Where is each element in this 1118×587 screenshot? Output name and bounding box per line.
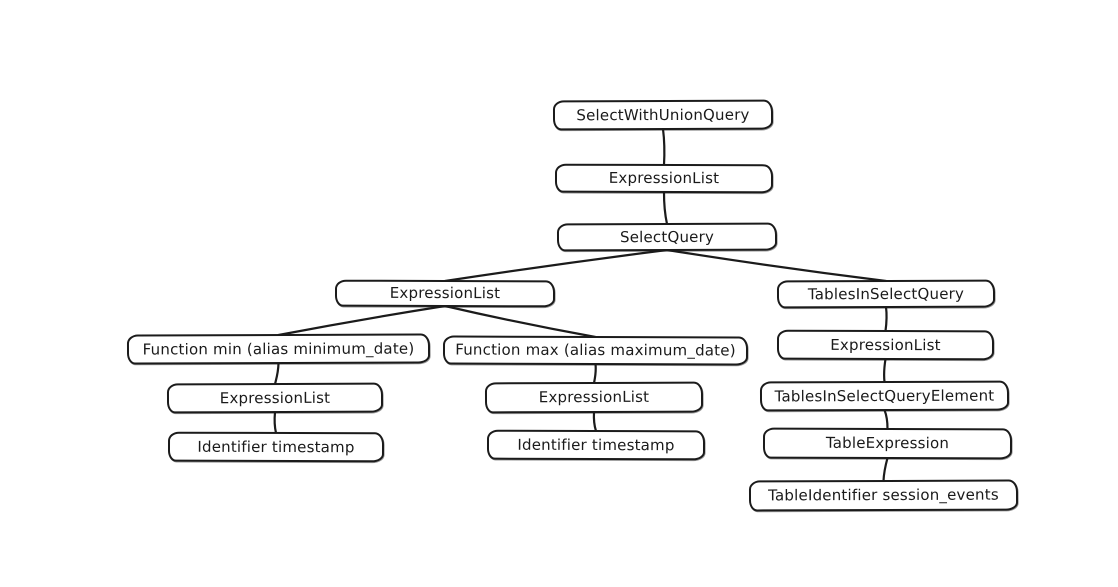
node-expression-list-select: ExpressionList [334, 279, 556, 308]
node-tables-in-select-query: TablesInSelectQuery [776, 279, 996, 309]
node-select-query: SelectQuery [556, 222, 778, 252]
node-expression-list-min: ExpressionList [166, 382, 384, 414]
node-function-max: Function max (alias maximum_date) [442, 335, 749, 366]
node-identifier-timestamp-min: Identifier timestamp [167, 431, 385, 463]
node-table-expression: TableExpression [762, 427, 1013, 460]
node-table-identifier-session-events: TableIdentifier session_events [748, 479, 1019, 512]
node-tables-in-select-query-element: TablesInSelectQueryElement [759, 380, 1010, 412]
node-expression-list-tables: ExpressionList [776, 329, 995, 361]
node-identifier-timestamp-max: Identifier timestamp [486, 429, 706, 461]
node-expression-list-root: ExpressionList [554, 163, 774, 194]
node-select-with-union-query: SelectWithUnionQuery [552, 99, 774, 131]
node-function-min: Function min (alias minimum_date) [126, 333, 431, 365]
node-expression-list-max: ExpressionList [484, 381, 704, 414]
